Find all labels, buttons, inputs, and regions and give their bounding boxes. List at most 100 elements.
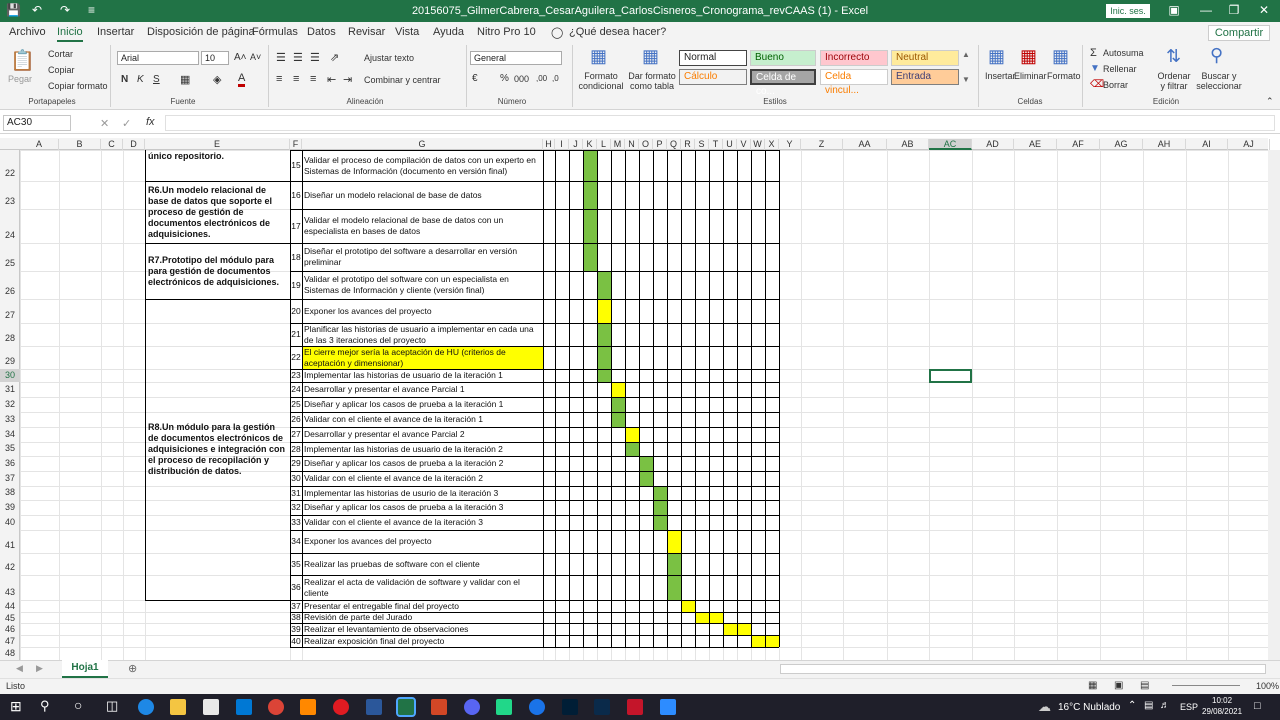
page-break-icon[interactable]: ▤ — [1140, 680, 1150, 691]
grow-font-icon[interactable]: A˄ — [234, 52, 247, 63]
name-box[interactable]: AC30 — [3, 115, 71, 131]
font-size-select[interactable]: 10 — [201, 51, 229, 65]
column-header-g[interactable]: G — [302, 139, 543, 150]
tell-me-search[interactable]: ¿Qué desea hacer? — [569, 26, 667, 38]
activity-text[interactable]: Validar el prototipo del software con un… — [304, 274, 509, 295]
orientation-icon[interactable]: ⇗ — [330, 52, 340, 64]
insert-cells-button[interactable]: Insertar — [985, 71, 1016, 81]
activity-text[interactable]: Revisión de parte del Jurado — [304, 612, 413, 622]
delete-cells-button[interactable]: Eliminar — [1014, 71, 1047, 81]
activity-text[interactable]: Desarrollar y presentar el avance Parcia… — [304, 429, 465, 439]
activity-text[interactable]: Diseñar y aplicar los casos de prueba a … — [304, 458, 504, 468]
minimize-icon[interactable]: — — [1200, 3, 1212, 17]
column-header-x[interactable]: X — [765, 139, 779, 150]
vertical-scrollbar[interactable] — [1268, 150, 1280, 660]
zoom-level[interactable]: 100% — [1256, 681, 1280, 691]
styles-more-icon[interactable]: ▼ — [962, 75, 970, 84]
undo-icon[interactable]: ↶ — [32, 3, 43, 17]
font-color-icon[interactable]: A — [238, 72, 246, 87]
restore-icon[interactable]: ❐ — [1228, 3, 1240, 17]
bold-icon[interactable]: N — [121, 74, 129, 85]
tab-nitro[interactable]: Nitro Pro 10 — [477, 26, 536, 38]
tab-archivo[interactable]: Archivo — [9, 26, 46, 38]
percent-icon[interactable]: % — [500, 73, 509, 84]
activity-text[interactable]: Validar el modelo relacional de base de … — [304, 215, 504, 236]
column-header-l[interactable]: L — [597, 139, 611, 150]
ribbon-display-icon[interactable]: ▣ — [1168, 3, 1180, 17]
style-incorrecto[interactable]: Incorrecto — [820, 50, 888, 66]
row-header-48[interactable]: 48 — [4, 648, 15, 658]
column-header-h[interactable]: H — [543, 139, 555, 150]
column-header-c[interactable]: C — [101, 139, 123, 150]
style-celda-comprobacion[interactable]: Celda de co... — [750, 69, 816, 97]
lightroom-icon[interactable] — [594, 699, 610, 715]
enter-formula-icon[interactable]: ✓ — [122, 118, 132, 130]
activity-text[interactable]: Implementar las historias de usurio de l… — [304, 487, 499, 498]
row-header-24[interactable]: 24 — [4, 230, 15, 240]
tab-vista[interactable]: Vista — [395, 26, 420, 38]
sort-filter-icon[interactable]: ⇅ — [1166, 46, 1182, 66]
language-indicator[interactable]: ESP — [1180, 702, 1199, 712]
column-header-z[interactable]: Z — [801, 139, 843, 150]
column-header-k[interactable]: K — [583, 139, 597, 150]
tab-inicio[interactable]: Inicio — [57, 26, 83, 42]
activity-text[interactable]: Exponer los avances del proyecto — [304, 536, 432, 546]
row-header-34[interactable]: 34 — [4, 429, 15, 439]
column-header-f[interactable]: F — [290, 139, 302, 150]
style-celda-vinculada[interactable]: Celda vincul... — [820, 69, 888, 96]
shrink-font-icon[interactable]: A˅ — [250, 52, 262, 62]
format-cells-button[interactable]: Formato — [1047, 71, 1081, 81]
conditional-format-button[interactable]: Formato condicional — [578, 71, 624, 91]
chrome-icon[interactable] — [268, 699, 284, 715]
clear-icon[interactable]: ⌫ — [1090, 79, 1105, 90]
discord-icon[interactable] — [464, 699, 480, 715]
collapse-ribbon-icon[interactable]: ⌃ — [1266, 96, 1274, 106]
zoom-icon[interactable] — [660, 699, 676, 715]
autosum-icon[interactable]: Σ — [1090, 47, 1097, 59]
column-header-ad[interactable]: AD — [972, 139, 1014, 150]
save-icon[interactable]: 💾 — [6, 3, 21, 17]
column-header-n[interactable]: N — [625, 139, 639, 150]
fill-button[interactable]: Rellenar — [1103, 64, 1137, 74]
style-entrada[interactable]: Entrada — [891, 69, 959, 85]
result-text[interactable]: R6.Un modelo relacional de base de datos… — [148, 184, 273, 239]
fill-color-icon[interactable]: ◈ — [213, 74, 222, 86]
row-header-31[interactable]: 31 — [4, 384, 15, 394]
cut-button[interactable]: Cortar — [48, 49, 74, 59]
share-button[interactable]: Compartir — [1208, 25, 1270, 41]
media-player-icon[interactable] — [333, 699, 349, 715]
column-header-t[interactable]: T — [709, 139, 723, 150]
style-bueno[interactable]: Bueno — [750, 50, 816, 66]
cortana-icon[interactable]: ○ — [74, 697, 83, 713]
tab-revisar[interactable]: Revisar — [348, 26, 386, 38]
row-header-29[interactable]: 29 — [4, 356, 15, 366]
activity-text[interactable]: Realizar exposición final del proyecto — [304, 635, 445, 646]
tab-datos[interactable]: Datos — [307, 26, 336, 38]
row-header-32[interactable]: 32 — [4, 399, 15, 409]
column-header-ac[interactable]: AC — [929, 139, 972, 150]
align-left-icon[interactable]: ≡ — [276, 73, 283, 85]
autosum-button[interactable]: Autosuma — [1103, 48, 1144, 58]
activity-text[interactable]: Realizar las pruebas de software con el … — [304, 558, 480, 569]
find-select-icon[interactable]: ⚲ — [1210, 45, 1224, 65]
activity-text[interactable]: Implementar las historias de usuario de … — [304, 370, 503, 380]
excel-icon[interactable] — [396, 697, 416, 717]
column-header-ai[interactable]: AI — [1186, 139, 1228, 150]
format-painter-button[interactable]: Copiar formato — [48, 81, 108, 91]
column-header-w[interactable]: W — [751, 139, 765, 150]
column-header-a[interactable]: A — [20, 139, 59, 150]
sort-filter-button[interactable]: Ordenar y filtrar — [1157, 71, 1191, 91]
column-header-m[interactable]: M — [611, 139, 625, 150]
tab-insertar[interactable]: Insertar — [97, 26, 135, 38]
weather-text[interactable]: 16°C Nublado — [1058, 702, 1121, 713]
column-header-ag[interactable]: AG — [1100, 139, 1143, 150]
column-header-y[interactable]: Y — [779, 139, 801, 150]
redo-icon[interactable]: ↷ — [60, 3, 71, 17]
column-header-p[interactable]: P — [653, 139, 667, 150]
activity-text[interactable]: Desarrollar y presentar el avance Parcia… — [304, 384, 465, 394]
underline-icon[interactable]: S — [153, 74, 160, 85]
row-header-35[interactable]: 35 — [4, 443, 15, 453]
column-header-ae[interactable]: AE — [1014, 139, 1057, 150]
activity-text[interactable]: Realizar el acta de validación de softwa… — [304, 576, 520, 598]
